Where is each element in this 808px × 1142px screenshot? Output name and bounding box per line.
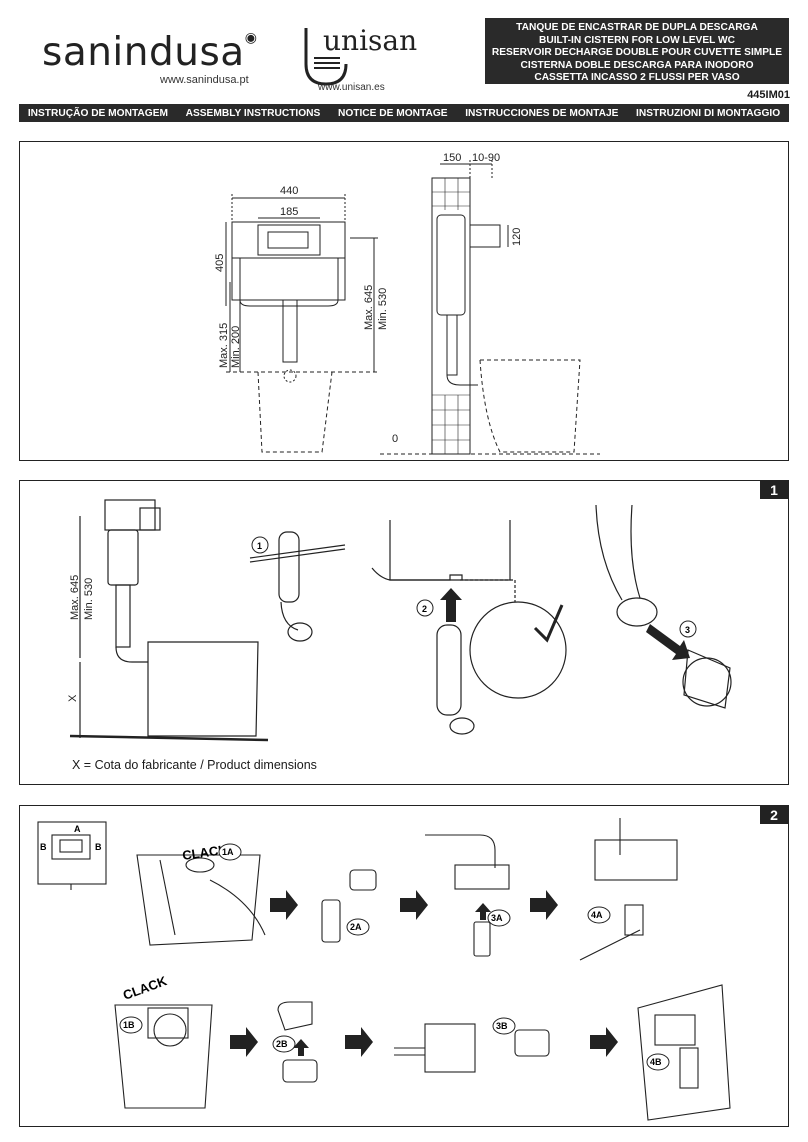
title-line-it: CASSETTA INCASSO 2 FLUSSI PER VASO	[534, 72, 740, 84]
instructions-language-bar: INSTRUÇÃO DE MONTAGEM ASSEMBLY INSTRUCTI…	[19, 104, 789, 122]
bar-label-en: ASSEMBLY INSTRUCTIONS	[185, 107, 321, 119]
step-2-panel: 2	[19, 805, 789, 1127]
title-line-fr: RESERVOIR DECHARGE DOUBLE POUR CUVETTE S…	[491, 47, 783, 59]
step-1-panel: 1	[19, 480, 789, 785]
bar-label-pt: INSTRUÇÃO DE MONTAGEM	[27, 107, 168, 119]
bar-label-es: INSTRUCCIONES DE MONTAJE	[465, 107, 619, 119]
document-reference: 445IM01	[747, 89, 790, 101]
title-line-pt: TANQUE DE ENCASTRAR DE DUPLA DESCARGA	[516, 22, 758, 33]
title-line-es: CISTERNA DOBLE DESCARGA PARA INODORO	[520, 59, 754, 71]
step-1-number: 1	[760, 481, 788, 499]
product-title-box: TANQUE DE ENCASTRAR DE DUPLA DESCARGA BU…	[485, 18, 789, 84]
bar-label-fr: NOTICE DE MONTAGE	[337, 107, 448, 119]
product-dimensions-note: X = Cota do fabricante / Product dimensi…	[72, 758, 317, 772]
unisan-url: www.unisan.es	[318, 82, 385, 93]
unisan-logo-text: unisan	[323, 24, 418, 57]
unisan-logo-mark	[304, 28, 348, 86]
sanindusa-logo: sanindusa◉	[42, 30, 258, 75]
step-2-number: 2	[760, 806, 788, 824]
dimensions-panel	[19, 141, 789, 461]
title-line-en: BUILT-IN CISTERN FOR LOW LEVEL WC	[538, 34, 735, 46]
bar-label-it: INSTRUZIONI DI MONTAGGIO	[636, 107, 781, 119]
sanindusa-url: www.sanindusa.pt	[160, 74, 249, 86]
